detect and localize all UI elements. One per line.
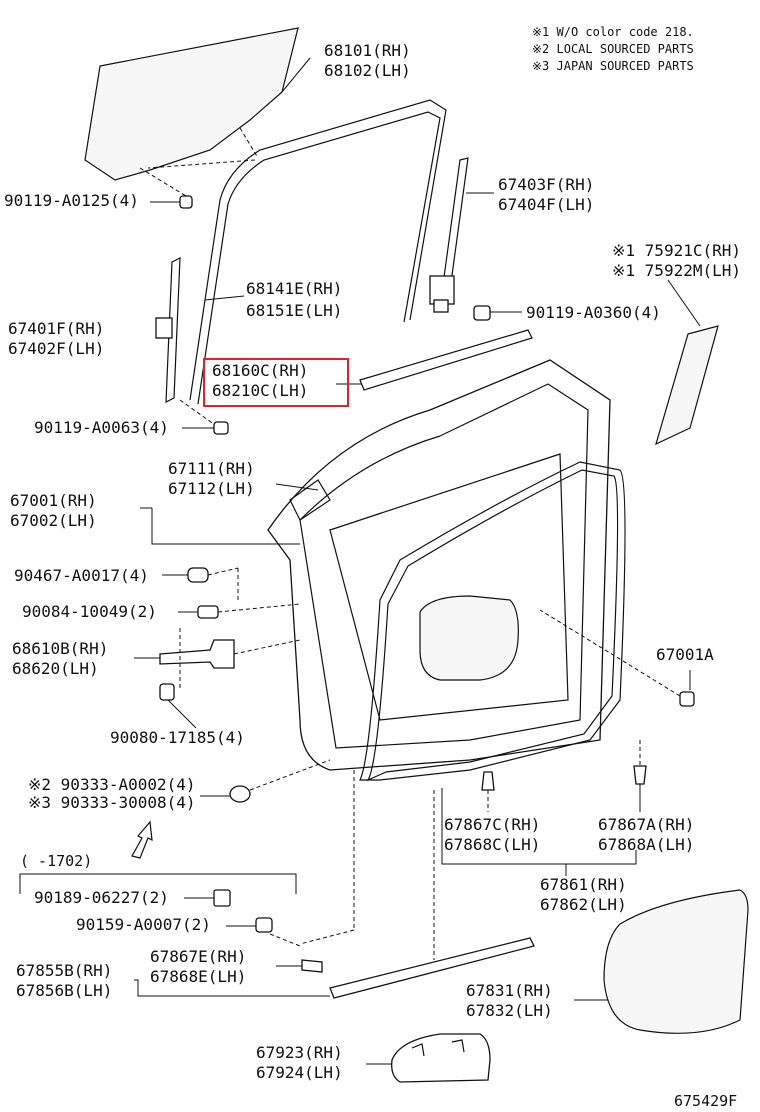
- run-channel-drawing: [189, 99, 447, 405]
- rear-sash-drawing: [429, 157, 469, 313]
- label-90119-a0360: 90119-A0360(4): [526, 303, 661, 322]
- label-67861: 67861(RH): [540, 875, 627, 894]
- label-67868e: 67868E(LH): [150, 967, 246, 986]
- hinge-68610b: [159, 628, 301, 690]
- pad-67923: [366, 1033, 491, 1083]
- label-67856b: 67856B(LH): [16, 981, 112, 1000]
- bolt-90119-a0125: [150, 195, 193, 209]
- label-68101: 68101(RH): [324, 41, 411, 60]
- label-90119-a0125: 90119-A0125(4): [4, 191, 139, 210]
- label-68151e: 68151E(LH): [246, 301, 342, 320]
- label-67112: 67112(LH): [168, 479, 255, 498]
- label-range-1702: ( -1702): [20, 852, 92, 870]
- label-90119-a0063: 90119-A0063(4): [34, 418, 169, 437]
- note-1: ※1 W/O color code 218.: [532, 25, 694, 39]
- label-68610b: 68610B(RH): [12, 639, 108, 658]
- label-67924: 67924(LH): [256, 1063, 343, 1082]
- label-67403f: 67403F(RH): [498, 175, 594, 194]
- label-90333-30008: ※3 90333-30008(4): [28, 793, 196, 812]
- label-67001a: 67001A: [656, 645, 714, 664]
- molding-67855b: [329, 790, 535, 999]
- front-sash-drawing: [155, 257, 181, 403]
- label-67401f: 67401F(RH): [8, 319, 104, 338]
- label-67867c: 67867C(RH): [444, 815, 540, 834]
- label-67111: 67111(RH): [168, 459, 255, 478]
- label-67867a: 67867A(RH): [598, 815, 694, 834]
- label-90189: 90189-06227(2): [34, 888, 169, 907]
- label-67832: 67832(LH): [466, 1001, 553, 1020]
- screw-90159: [226, 917, 301, 947]
- label-90080: 90080-17185(4): [110, 728, 245, 747]
- bolt-90119-a0360: [473, 305, 522, 321]
- service-cover-67831: [574, 889, 749, 1034]
- note-3: ※3 JAPAN SOURCED PARTS: [532, 59, 694, 73]
- label-67001: 67001(RH): [10, 491, 97, 510]
- plug-67001a: [539, 609, 695, 707]
- label-67855b: 67855B(RH): [16, 961, 112, 980]
- label-68210c: 68210C(LH): [212, 381, 308, 400]
- door-panel-drawing: [267, 359, 626, 782]
- hole-plug-90333: [200, 759, 331, 803]
- label-67404f: 67404F(LH): [498, 195, 594, 214]
- label-75922m: ※1 75922M(LH): [612, 261, 741, 280]
- door-glass-drawing: [84, 27, 299, 197]
- bolt-90084: [178, 603, 301, 619]
- label-67868a: 67868A(LH): [598, 835, 694, 854]
- label-67867e: 67867E(RH): [150, 947, 246, 966]
- pillar-garnish-drawing: [655, 325, 719, 446]
- highlight-box-68160c: [203, 358, 349, 407]
- label-90159: 90159-A0007(2): [76, 915, 211, 934]
- clip-67867e: [276, 770, 355, 973]
- label-67923: 67923(RH): [256, 1043, 343, 1062]
- label-67402f: 67402F(LH): [8, 339, 104, 358]
- diagram-id: 675429F: [674, 1092, 737, 1110]
- bolt-90119-a0063: [182, 421, 229, 435]
- label-68102: 68102(LH): [324, 61, 411, 80]
- label-67868c: 67868C(LH): [444, 835, 540, 854]
- label-68141e: 68141E(RH): [246, 279, 342, 298]
- notes-block: ※1 W/O color code 218. ※2 LOCAL SOURCED …: [532, 25, 694, 73]
- note-2: ※2 LOCAL SOURCED PARTS: [532, 42, 694, 56]
- label-68160c: 68160C(RH): [212, 361, 308, 380]
- label-90467: 90467-A0017(4): [14, 566, 149, 585]
- clip-90467: [162, 567, 239, 600]
- label-67002: 67002(LH): [10, 511, 97, 530]
- label-75921c: ※1 75921C(RH): [612, 241, 741, 260]
- label-67831: 67831(RH): [466, 981, 553, 1000]
- label-68620: 68620(LH): [12, 659, 99, 678]
- label-90084: 90084-10049(2): [22, 602, 157, 621]
- nut-90080: [159, 683, 197, 729]
- clip-90189: [184, 889, 231, 907]
- direction-arrow: [131, 820, 153, 859]
- clip-67867c: [481, 771, 495, 812]
- clip-67867a: [633, 740, 647, 812]
- label-67862: 67862(LH): [540, 895, 627, 914]
- label-90333-a0002: ※2 90333-A0002(4): [28, 775, 196, 794]
